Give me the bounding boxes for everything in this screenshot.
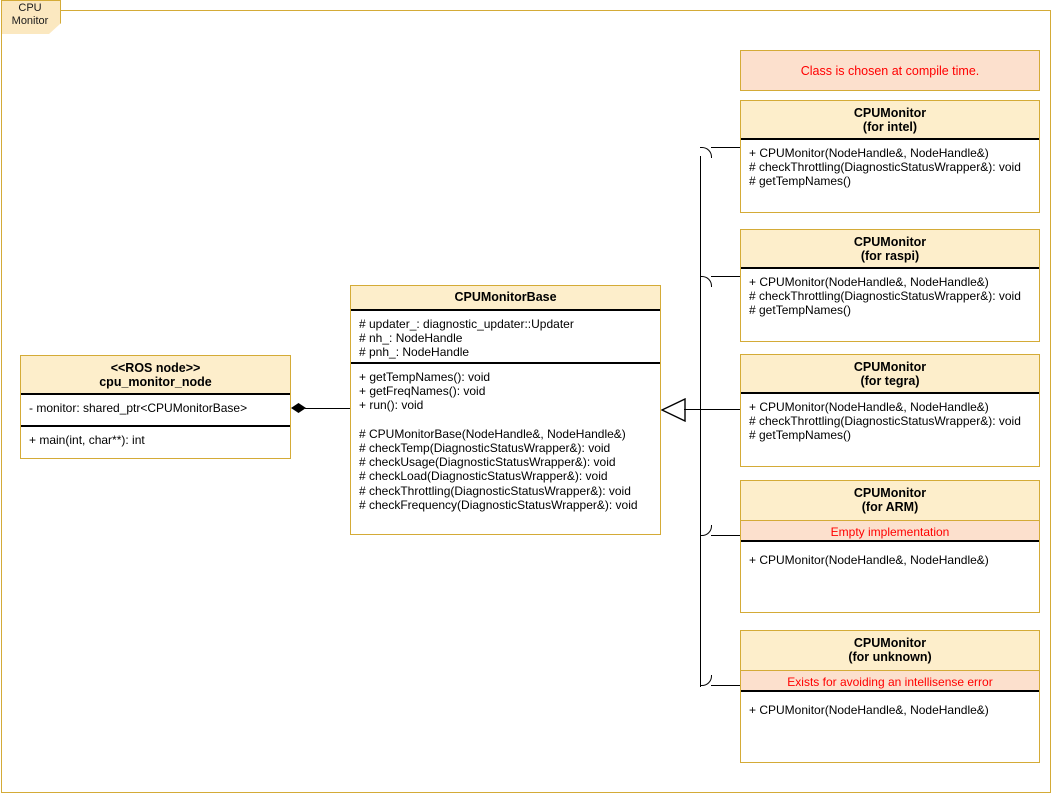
class-cpu-monitor-tegra[interactable]: CPUMonitor (for tegra) + CPUMonitor(Node… <box>740 354 1040 467</box>
class-attributes-cpu-monitor-base: # updater_: diagnostic_updater::Updater … <box>359 317 574 360</box>
branch-line-raspi <box>711 276 741 277</box>
branch-line-intel <box>711 147 741 148</box>
class-name-arm: CPUMonitor <box>853 486 927 500</box>
class-cpu-monitor-arm[interactable]: CPUMonitor (for ARM) Empty implementatio… <box>740 480 1040 613</box>
package-tab <box>1 0 61 34</box>
class-header-cpu-monitor-base: CPUMonitorBase <box>351 286 660 311</box>
class-name-base: CPUMonitorBase <box>454 290 557 304</box>
class-cpu-monitor-base[interactable]: CPUMonitorBase # updater_: diagnostic_up… <box>350 285 661 535</box>
class-variant-intel: (for intel) <box>862 120 918 134</box>
class-attributes-cpu-monitor-node: - monitor: shared_ptr<CPUMonitorBase> <box>29 401 248 415</box>
branch-line-arm <box>711 535 741 536</box>
branch-line-unknown <box>711 685 741 686</box>
class-variant-unknown: (for unknown) <box>848 650 932 664</box>
class-cpu-monitor-node[interactable]: <<ROS node>> cpu_monitor_node - monitor:… <box>20 355 291 459</box>
class-name-tegra: CPUMonitor <box>853 360 927 374</box>
composition-line <box>305 408 351 409</box>
class-operations-cpu-monitor-node: + main(int, char**): int <box>21 425 290 453</box>
class-annotation-unknown: Exists for avoiding an intellisense erro… <box>741 670 1039 692</box>
class-cpu-monitor-raspi[interactable]: CPUMonitor (for raspi) + CPUMonitor(Node… <box>740 229 1040 342</box>
class-stereotype: <<ROS node>> <box>110 361 201 375</box>
class-header-intel: CPUMonitor (for intel) <box>741 101 1039 140</box>
class-name-raspi: CPUMonitor <box>853 235 927 249</box>
class-operations-tegra: + CPUMonitor(NodeHandle&, NodeHandle&) #… <box>749 400 1021 443</box>
class-annotation-arm: Empty implementation <box>741 520 1039 542</box>
class-name-intel: CPUMonitor <box>853 106 927 120</box>
class-operations-unknown: + CPUMonitor(NodeHandle&, NodeHandle&) <box>749 703 989 717</box>
note-text: Class is chosen at compile time. <box>800 63 980 78</box>
class-header-arm: CPUMonitor (for ARM) <box>741 481 1039 520</box>
note-compile-time: Class is chosen at compile time. <box>740 50 1040 91</box>
class-header-unknown: CPUMonitor (for unknown) <box>741 631 1039 670</box>
class-operations-arm: + CPUMonitor(NodeHandle&, NodeHandle&) <box>749 553 989 567</box>
class-header-raspi: CPUMonitor (for raspi) <box>741 230 1039 269</box>
branch-line-tegra <box>700 409 741 410</box>
class-header-tegra: CPUMonitor (for tegra) <box>741 355 1039 394</box>
class-operations-cpu-monitor-base: + getTempNames(): void + getFreqNames():… <box>351 362 660 518</box>
class-cpu-monitor-unknown[interactable]: CPUMonitor (for unknown) Exists for avoi… <box>740 630 1040 763</box>
package-tab-label: CPU Monitor <box>11 2 49 27</box>
generalization-stub <box>684 409 701 410</box>
generalization-trunk <box>700 156 701 687</box>
composition-diamond <box>291 403 306 413</box>
class-cpu-monitor-intel[interactable]: CPUMonitor (for intel) + CPUMonitor(Node… <box>740 100 1040 213</box>
class-name: cpu_monitor_node <box>99 375 212 389</box>
generalization-arrowhead <box>661 398 686 422</box>
class-header-cpu-monitor-node: <<ROS node>> cpu_monitor_node <box>21 356 290 395</box>
class-name-unknown: CPUMonitor <box>853 636 927 650</box>
package-frame <box>1 10 1051 793</box>
class-variant-arm: (for ARM) <box>861 500 919 514</box>
class-operations-raspi: + CPUMonitor(NodeHandle&, NodeHandle&) #… <box>749 275 1021 318</box>
class-operations-intel: + CPUMonitor(NodeHandle&, NodeHandle&) #… <box>749 146 1021 189</box>
class-variant-tegra: (for tegra) <box>860 374 920 388</box>
class-variant-raspi: (for raspi) <box>860 249 920 263</box>
